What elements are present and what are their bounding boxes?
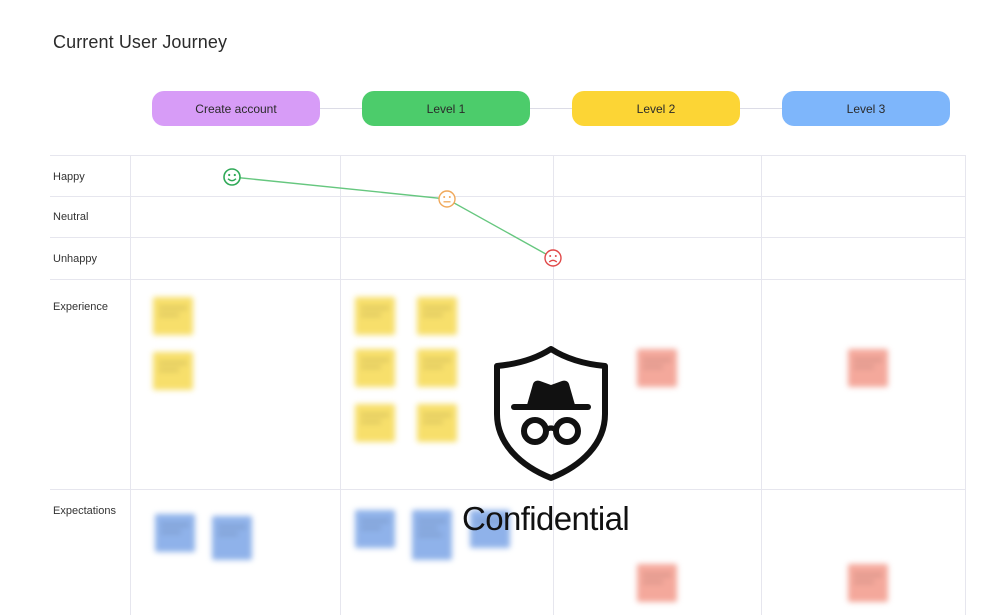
stage-connector: [530, 108, 573, 109]
sticky-note[interactable]: [153, 352, 193, 390]
sticky-note[interactable]: [417, 349, 457, 387]
sticky-note[interactable]: [355, 297, 395, 335]
stage-label: Level 3: [846, 101, 886, 116]
sticky-note[interactable]: [355, 510, 395, 548]
grid-line: [761, 155, 762, 615]
stage-label: Level 2: [636, 101, 676, 116]
grid-line: [50, 237, 965, 238]
grid-line: [50, 155, 965, 156]
row-label-expectations: Expectations: [53, 505, 116, 517]
confidential-label: Confidential: [462, 500, 630, 537]
grid-line: [50, 196, 965, 197]
sticky-note[interactable]: [412, 510, 452, 560]
sticky-note[interactable]: [355, 349, 395, 387]
row-label-unhappy: Unhappy: [53, 253, 98, 265]
sticky-note[interactable]: [153, 297, 193, 335]
sticky-note[interactable]: [155, 514, 195, 552]
incognito-shield-icon: [494, 346, 608, 481]
stage-connector: [740, 108, 783, 109]
sticky-note[interactable]: [637, 349, 677, 387]
stage-level-2[interactable]: Level 2: [572, 91, 740, 126]
sticky-note[interactable]: [848, 349, 888, 387]
page-title: Current User Journey: [53, 32, 228, 52]
stage-label: Level 1: [426, 101, 466, 116]
sticky-note[interactable]: [637, 564, 677, 602]
stage-level-1[interactable]: Level 1: [362, 91, 530, 126]
stage-label: Create account: [195, 101, 277, 116]
grid-line: [965, 155, 966, 615]
sad-face-icon: [544, 249, 562, 267]
row-label-happy: Happy: [53, 171, 85, 183]
sticky-note[interactable]: [355, 404, 395, 442]
grid-line: [130, 155, 131, 615]
stage-connector: [320, 108, 363, 109]
sticky-note[interactable]: [848, 564, 888, 602]
grid-line: [50, 489, 965, 490]
grid-line: [50, 279, 965, 280]
grid-line: [340, 155, 341, 615]
sticky-note[interactable]: [417, 404, 457, 442]
sticky-note[interactable]: [212, 516, 252, 560]
row-label-neutral: Neutral: [53, 211, 89, 223]
row-label-experience: Experience: [53, 301, 109, 313]
stage-create-account[interactable]: Create account: [152, 91, 320, 126]
stage-level-3[interactable]: Level 3: [782, 91, 950, 126]
neutral-face-icon: [438, 190, 456, 208]
sticky-note[interactable]: [470, 510, 510, 548]
sticky-note[interactable]: [417, 297, 457, 335]
happy-face-icon: [223, 168, 241, 186]
mood-line: [231, 176, 554, 259]
